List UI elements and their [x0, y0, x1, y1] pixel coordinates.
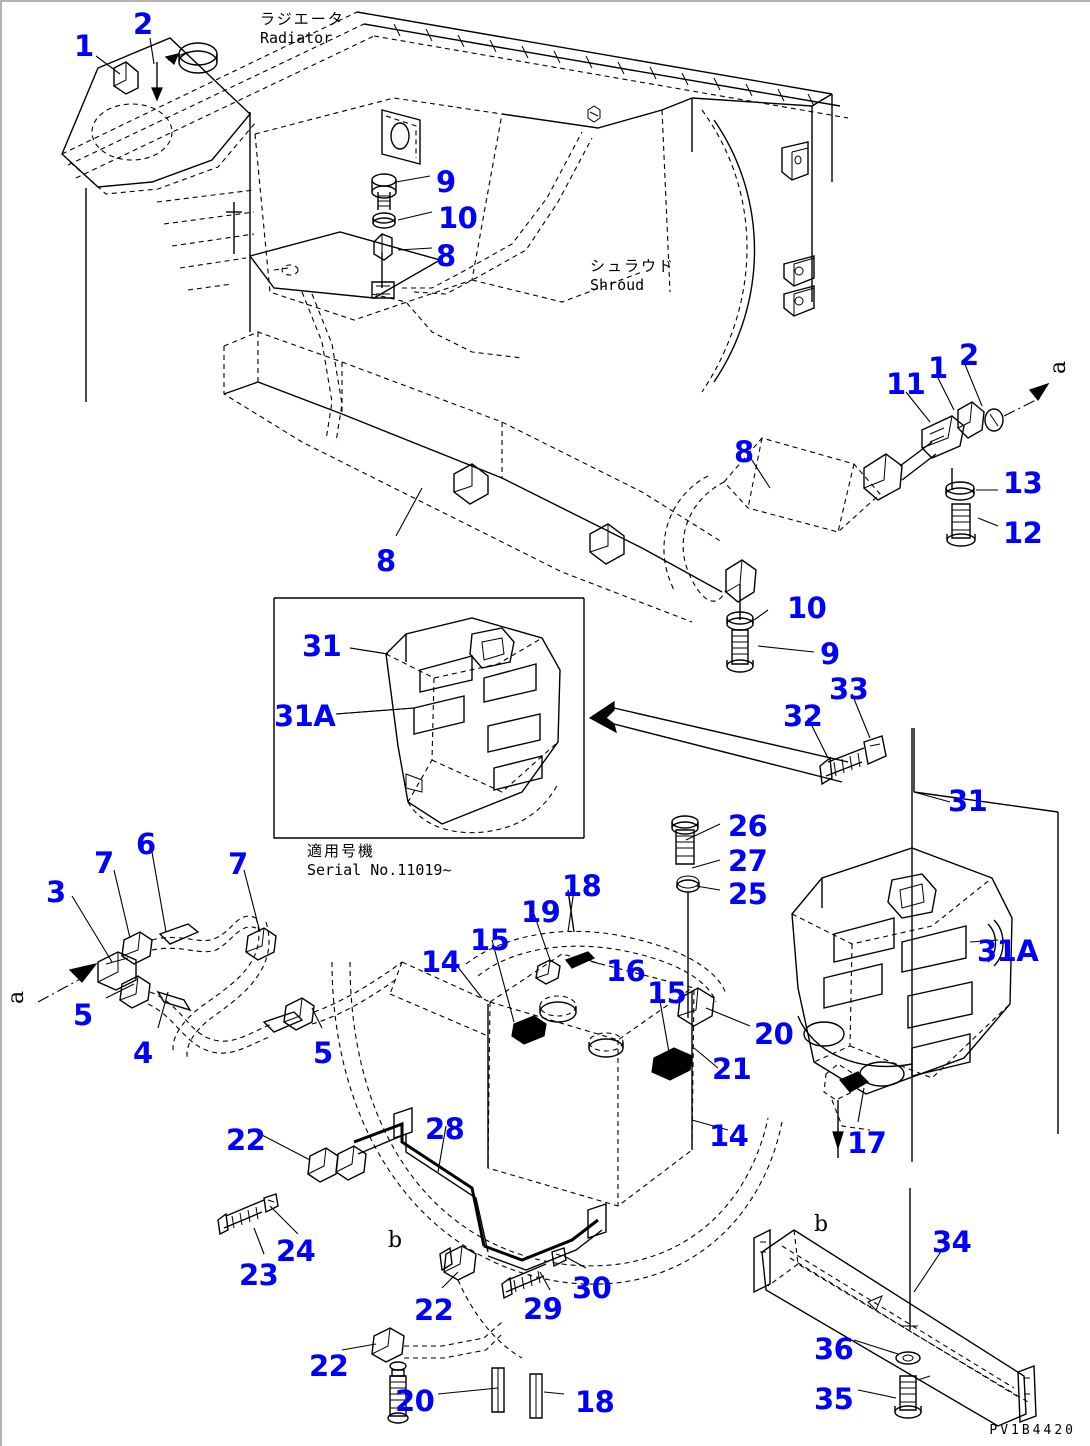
part-callout-28: 28: [425, 1112, 465, 1146]
part-callout-16: 16: [606, 954, 646, 988]
shroud-body: [156, 93, 833, 443]
part-callout-32: 32: [783, 699, 823, 733]
part-callout-14: 14: [709, 1119, 749, 1153]
part-callout-31: 31: [302, 629, 342, 663]
caption-serial-en: Serial No.11019~: [307, 860, 452, 879]
part-callout-4: 4: [133, 1036, 153, 1070]
caption-radiator-en: Radiator: [260, 28, 333, 47]
part-callout-21: 21: [712, 1052, 752, 1086]
part-callout-3: 3: [46, 875, 66, 909]
part-callout-9: 9: [820, 637, 840, 671]
part-callout-27: 27: [728, 844, 768, 878]
part-callout-15: 15: [470, 923, 510, 957]
part-callout-18: 18: [575, 1385, 615, 1419]
part-callout-10: 10: [438, 201, 478, 235]
part-callout-18: 18: [562, 869, 602, 903]
part-callout-14: 14: [421, 945, 461, 979]
part-callout-10: 10: [787, 591, 827, 625]
part-callout-5: 5: [313, 1036, 333, 1070]
part-callout-30: 30: [572, 1271, 612, 1305]
part-callout-23: 23: [239, 1258, 279, 1292]
part-callout-8: 8: [376, 544, 396, 578]
part-callout-13: 13: [1003, 466, 1043, 500]
zone-mark-b-right: b: [814, 1212, 829, 1237]
zone-mark-a-left: a: [4, 990, 29, 1004]
part-callout-1: 1: [74, 29, 94, 63]
lower-duct-left: [85, 112, 723, 623]
part-callout-12: 12: [1003, 516, 1043, 550]
part-callout-15: 15: [647, 976, 687, 1010]
part-callout-35: 35: [814, 1382, 854, 1416]
zone-mark-b-center: b: [388, 1228, 403, 1253]
part-callout-11: 11: [886, 367, 926, 401]
right-hose-assembly: [663, 382, 1050, 673]
part-callout-31A: 31A: [977, 934, 1039, 968]
part-callout-22: 22: [309, 1349, 349, 1383]
part-callout-7: 7: [228, 847, 248, 881]
leader-lines: [71, 37, 999, 1399]
fuel-tube-28: [217, 1107, 607, 1424]
part-callout-25: 25: [728, 877, 768, 911]
part-callout-17: 17: [847, 1126, 887, 1160]
part-callout-20: 20: [754, 1017, 794, 1051]
part-callout-36: 36: [814, 1332, 854, 1366]
caption-shroud-jp: シュラウド: [590, 257, 676, 275]
part-callout-9: 9: [436, 165, 456, 199]
part-callout-26: 26: [728, 809, 768, 843]
part-callout-19: 19: [521, 895, 561, 929]
fuel-tank: [331, 815, 783, 1285]
part-callout-31A: 31A: [274, 699, 336, 733]
part-callout-2: 2: [959, 338, 979, 372]
part-callout-33: 33: [829, 672, 869, 706]
part-callout-5: 5: [73, 998, 93, 1032]
caption-radiator-jp: ラジエータ: [260, 10, 345, 28]
part-callout-29: 29: [523, 1292, 563, 1326]
part-callout-22: 22: [414, 1293, 454, 1327]
part-callout-24: 24: [276, 1234, 316, 1268]
part-callout-31: 31: [948, 784, 988, 818]
part-callout-8: 8: [734, 435, 754, 469]
part-callout-6: 6: [136, 827, 156, 861]
support-beam: [753, 1188, 1037, 1427]
part-callout-34: 34: [932, 1225, 972, 1259]
fuel-line-left: [37, 915, 403, 1061]
drawing-code: PV1B4420: [989, 1423, 1076, 1438]
part-callout-2: 2: [133, 7, 153, 41]
zone-mark-a-right: a: [1046, 360, 1071, 374]
part-callout-7: 7: [94, 846, 114, 880]
right-bracket-assembly: [588, 700, 1059, 1162]
part-callout-22: 22: [226, 1123, 266, 1157]
caption-serial-jp: 適用号機: [307, 842, 376, 860]
caption-shroud-en: Shroud: [590, 275, 645, 294]
radiator-top-deck: [61, 11, 849, 195]
part-callout-1: 1: [928, 351, 948, 385]
part-callout-20: 20: [395, 1384, 435, 1418]
part-callout-8: 8: [436, 239, 456, 273]
